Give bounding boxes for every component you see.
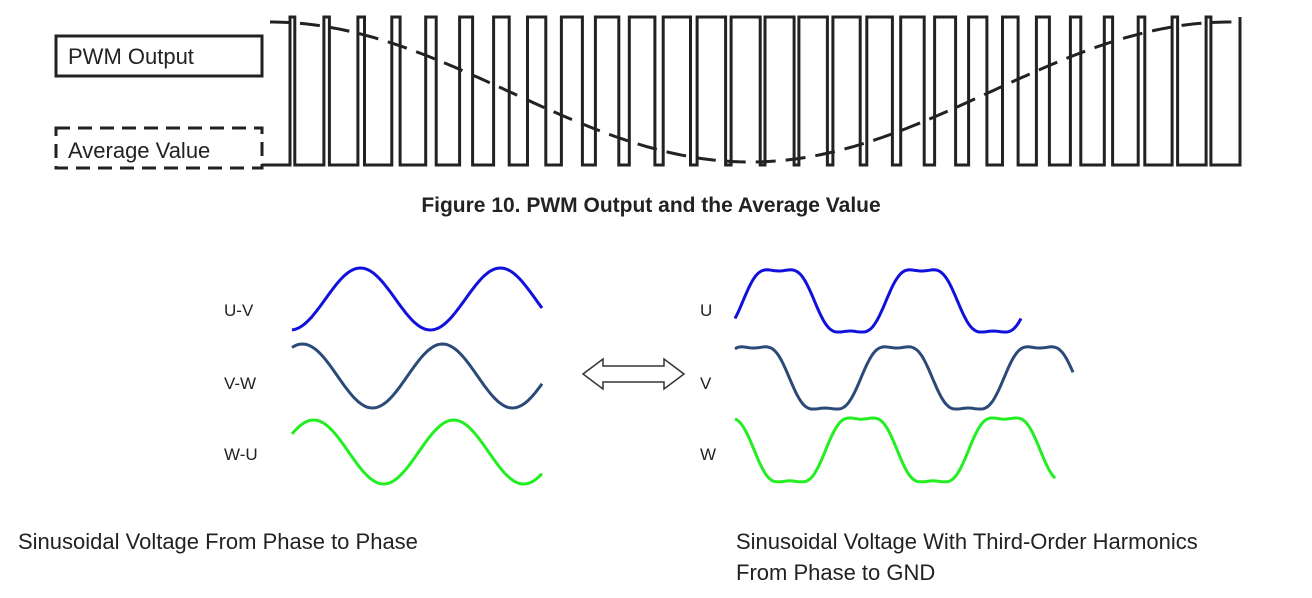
figure-title: Figure 10. PWM Output and the Average Va… <box>421 194 880 217</box>
phase-to-gnd-panel: U V W Sinusoidal Voltage With Third-Orde… <box>700 268 1198 585</box>
legend-average-value-box <box>54 126 264 170</box>
double-arrow-icon <box>581 357 686 391</box>
label-v-w: V-W <box>224 374 256 393</box>
label-w: W <box>700 445 716 464</box>
u-v-waveform <box>291 266 544 332</box>
label-u-v: U-V <box>224 301 254 320</box>
right-caption-line1: Sinusoidal Voltage With Third-Order Harm… <box>736 529 1198 554</box>
legend-pwm-output-box <box>54 34 264 78</box>
v-waveform <box>734 345 1075 411</box>
w-waveform <box>734 416 1057 484</box>
left-caption: Sinusoidal Voltage From Phase to Phase <box>18 529 418 554</box>
pwm-output-waveform <box>262 15 1242 167</box>
legend-average-value-label: Average Value <box>68 138 210 163</box>
label-v: V <box>700 374 712 393</box>
label-w-u: W-U <box>224 445 258 464</box>
v-w-waveform <box>291 342 544 410</box>
u-waveform <box>733 268 1023 334</box>
label-u: U <box>700 301 712 320</box>
average-value-curve <box>270 20 1239 164</box>
w-u-waveform <box>290 418 544 486</box>
right-caption-line2: From Phase to GND <box>736 560 935 585</box>
legend-pwm-output-label: PWM Output <box>68 44 194 69</box>
pwm-section: PWM Output Average Value <box>54 15 1242 170</box>
phase-to-phase-panel: U-V V-W W-U Sinusoidal Voltage From Phas… <box>18 266 544 554</box>
